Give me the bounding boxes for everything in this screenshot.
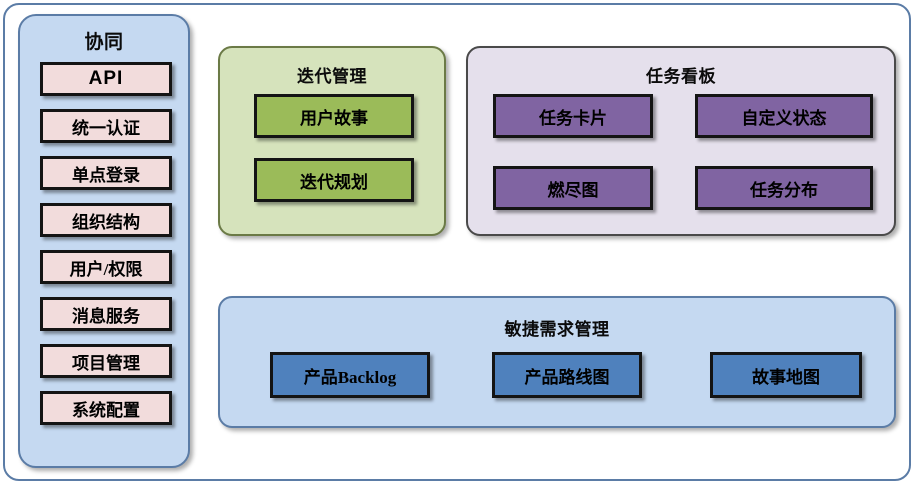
iteration-item-user-story[interactable]: 用户故事	[254, 94, 414, 138]
panel-iteration-title: 迭代管理	[297, 67, 367, 86]
agile-item-product-roadmap[interactable]: 产品路线图	[492, 352, 642, 398]
sidebar-item-user-permission[interactable]: 用户/权限	[40, 250, 172, 284]
panel-task-board-title: 任务看板	[646, 67, 716, 86]
sidebar-list: API 统一认证 单点登录 组织结构 用户/权限 消息服务 项目管理 系统配置	[40, 62, 172, 425]
sidebar-item-sso[interactable]: 单点登录	[40, 156, 172, 190]
taskboard-item-custom-status[interactable]: 自定义状态	[695, 94, 873, 138]
sidebar-item-project-management[interactable]: 项目管理	[40, 344, 172, 378]
sidebar-item-unified-auth[interactable]: 统一认证	[40, 109, 172, 143]
panel-agile-requirement-management[interactable]: 敏捷需求管理 产品Backlog 产品路线图 故事地图	[218, 296, 896, 428]
agile-item-story-map[interactable]: 故事地图	[710, 352, 862, 398]
taskboard-item-task-distribution[interactable]: 任务分布	[695, 166, 873, 210]
sidebar-item-org-structure[interactable]: 组织结构	[40, 203, 172, 237]
panel-agile-title: 敏捷需求管理	[504, 320, 610, 339]
taskboard-item-burndown-chart[interactable]: 燃尽图	[493, 166, 653, 210]
agile-item-product-backlog[interactable]: 产品Backlog	[270, 352, 430, 398]
panel-task-board[interactable]: 任务看板 任务卡片 自定义状态 燃尽图 任务分布	[466, 46, 896, 236]
iteration-item-iteration-plan[interactable]: 迭代规划	[254, 158, 414, 202]
panel-collaboration[interactable]: 协同 API 统一认证 单点登录 组织结构 用户/权限 消息服务 项目管理 系统…	[18, 14, 190, 468]
panel-collaboration-title: 协同	[84, 32, 124, 53]
panel-iteration-management[interactable]: 迭代管理 用户故事 迭代规划	[218, 46, 446, 236]
sidebar-item-system-config[interactable]: 系统配置	[40, 391, 172, 425]
taskboard-item-task-card[interactable]: 任务卡片	[493, 94, 653, 138]
sidebar-item-api[interactable]: API	[40, 62, 172, 96]
sidebar-item-message-service[interactable]: 消息服务	[40, 297, 172, 331]
